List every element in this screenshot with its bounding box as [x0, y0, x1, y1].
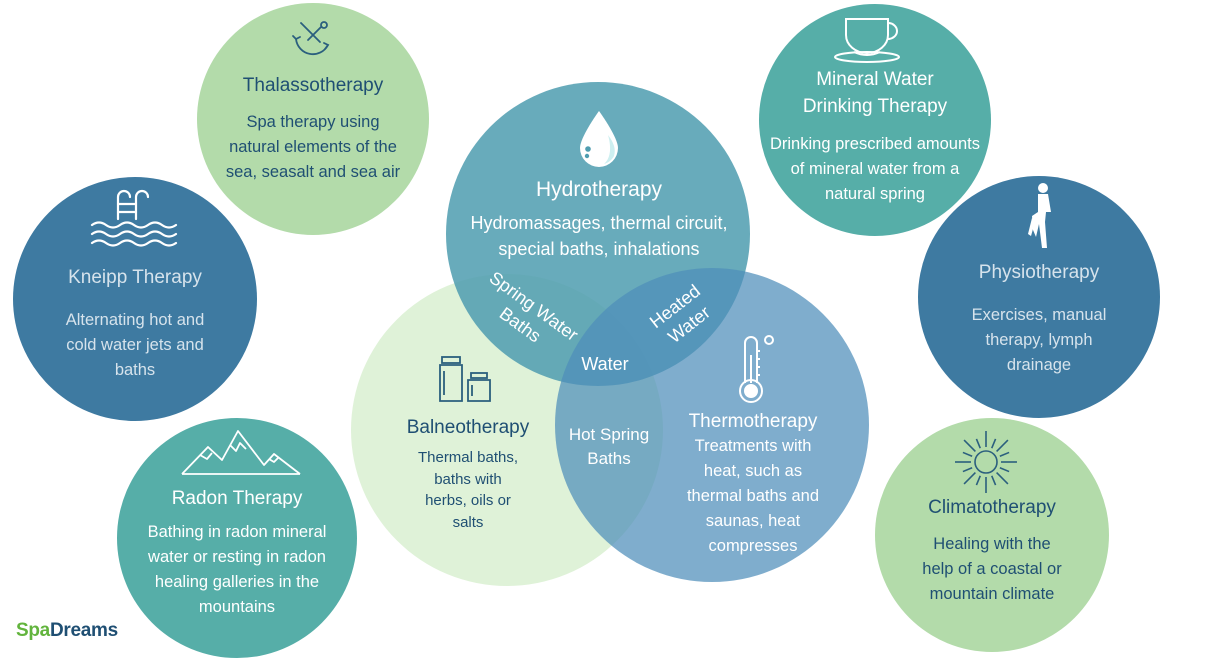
physiotherapy-text: Physiotherapy Exercises, manual therapy,…	[928, 262, 1150, 378]
radon-therapy-text: Radon Therapy Bathing in radon mineral w…	[122, 488, 352, 620]
spadreams-logo: SpaDreams	[16, 620, 118, 642]
hydrotherapy-text: Hydrotherapy Hydromassages, thermal circ…	[446, 177, 752, 262]
sun-icon	[955, 431, 1017, 493]
balneotherapy-description: Thermal baths, baths with herbs, oils or…	[417, 448, 519, 532]
climatotherapy-title: Climatotherapy	[928, 497, 1056, 518]
mountain-icon	[181, 430, 301, 475]
thermotherapy-circle	[555, 268, 869, 582]
hydrotherapy-title: Hydrotherapy	[535, 178, 663, 201]
kneipp-therapy-text: Kneipp Therapy Alternating hot and cold …	[25, 267, 245, 383]
jars-icon	[439, 356, 491, 402]
kneipp-therapy-title: Kneipp Therapy	[68, 267, 202, 288]
pool-ladder-icon	[90, 189, 178, 247]
thermotherapy-description: Treatments with heat, such as thermal ba…	[686, 436, 820, 556]
physiotherapy-title: Physiotherapy	[978, 262, 1100, 283]
mineral-water-description: Drinking prescribed amounts of mineral w…	[769, 135, 980, 204]
radon-therapy-description: Bathing in radon mineral water or restin…	[147, 522, 327, 617]
stretching-person-icon	[1028, 183, 1051, 248]
balneotherapy-text: Balneotherapy Thermal baths, baths with …	[393, 417, 543, 534]
mineral-water-title: Mineral Water Drinking Therapy	[802, 69, 948, 117]
physiotherapy-description: Exercises, manual therapy, lymph drainag…	[971, 305, 1107, 374]
mineral-water-circle	[759, 4, 991, 236]
thalassotherapy-circle	[197, 3, 429, 235]
balneotherapy-title: Balneotherapy	[406, 417, 530, 438]
thermometer-icon	[739, 335, 774, 403]
thalassotherapy-description: Spa therapy using natural elements of th…	[225, 112, 401, 181]
kneipp-therapy-description: Alternating hot and cold water jets and …	[65, 310, 205, 379]
mineral-water-text: Mineral Water Drinking Therapy Drinking …	[759, 67, 991, 207]
climatotherapy-description: Healing with the help of a coastal or mo…	[922, 534, 1062, 603]
climatotherapy-text: Climatotherapy Healing with the help of …	[877, 497, 1107, 607]
logo-dreams-text: Dreams	[49, 620, 118, 641]
logo-spa-text: Spa	[16, 620, 50, 641]
radon-therapy-title: Radon Therapy	[171, 488, 303, 509]
water-label: Water	[581, 354, 629, 374]
thermotherapy-title: Thermotherapy	[688, 411, 818, 432]
water-drop-icon	[580, 111, 618, 167]
thermotherapy-text: Thermotherapy Treatments with heat, such…	[672, 411, 834, 559]
anchor-icon	[292, 21, 330, 56]
teacup-icon	[834, 18, 900, 63]
climatotherapy-circle	[875, 418, 1109, 652]
thalassotherapy-title: Thalassotherapy	[242, 75, 384, 96]
thalassotherapy-text: Thalassotherapy Spa therapy using natura…	[203, 75, 423, 185]
hydrotherapy-description: Hydromassages, thermal circuit, special …	[470, 213, 728, 260]
hot-spring-baths-label: Hot Spring Baths	[568, 425, 650, 468]
radon-therapy-circle	[117, 418, 357, 658]
